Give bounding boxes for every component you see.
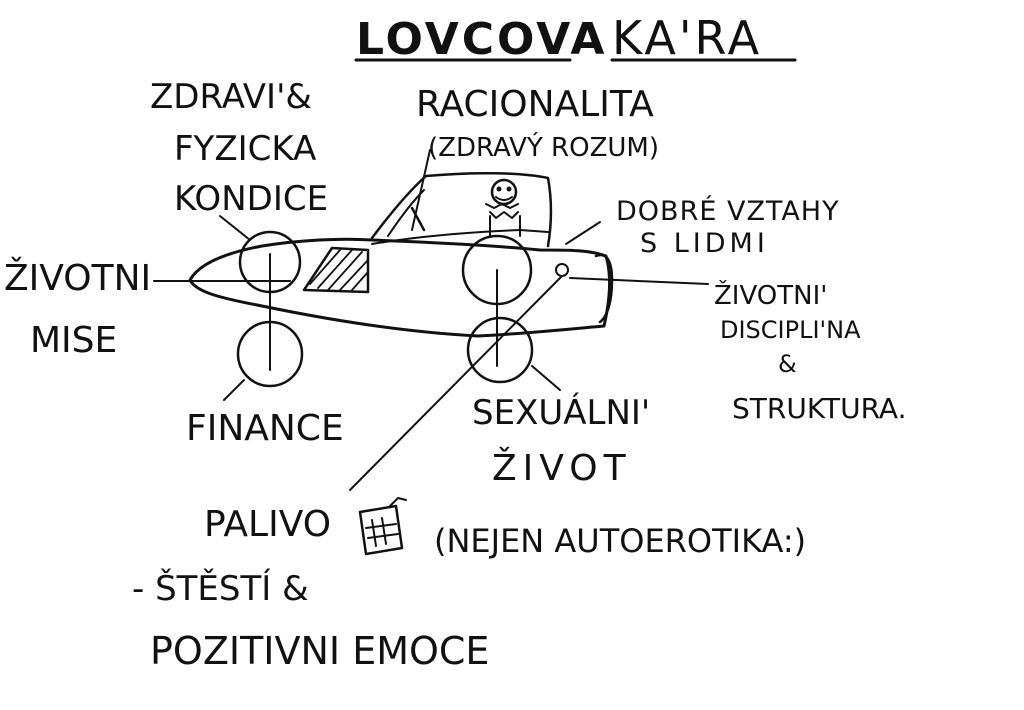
label-sex-1: SEXUÁLNI' (472, 392, 650, 433)
label-discipline-2: DISCIPLI'NA (720, 316, 861, 344)
driver-figure-icon (485, 178, 521, 237)
label-autoerotika: (NEJEN AUTOEROTIKA:) (434, 522, 806, 560)
label-health-3: KONDICE (174, 179, 328, 219)
label-mission-2: MISE (30, 320, 117, 361)
fuel-canister-icon (358, 497, 407, 556)
label-reason-2: (ZDRAVÝ ROZUM) (428, 131, 659, 163)
label-mission-1: ŽIVOTNI (4, 257, 151, 299)
car-roof (370, 171, 553, 248)
label-relations-2: S LIDMI (640, 228, 769, 259)
label-health-2: FYZICKA (174, 129, 316, 169)
label-discipline-1: ŽIVOTNI' (714, 279, 827, 311)
label-fuel: PALIVO (204, 504, 331, 545)
label-sex-2: ŽIVOT (492, 447, 632, 489)
car-grille (302, 246, 370, 294)
title-left: LOVCOVA (356, 14, 607, 65)
fuel-cap-icon (555, 263, 569, 277)
label-reason-1: RACIONALITA (416, 84, 654, 125)
steering-wheel (410, 206, 426, 232)
label-relations-1: DOBRÉ VZTAHY (616, 195, 840, 227)
connector-lines (153, 149, 709, 491)
car-window-line (371, 229, 549, 245)
label-emotions: POZITIVNI EMOCE (150, 629, 489, 673)
label-health-1: ZDRAVI'& (150, 77, 312, 117)
label-finance: FINANCE (186, 408, 344, 449)
title-right: KA'RA (612, 11, 762, 65)
label-discipline-3: & (778, 350, 797, 378)
wheel-rear-bottom (466, 316, 534, 384)
label-discipline-4: STRUKTURA. (732, 392, 907, 425)
label-happiness: - ŠTĚSTÍ & (132, 568, 309, 609)
